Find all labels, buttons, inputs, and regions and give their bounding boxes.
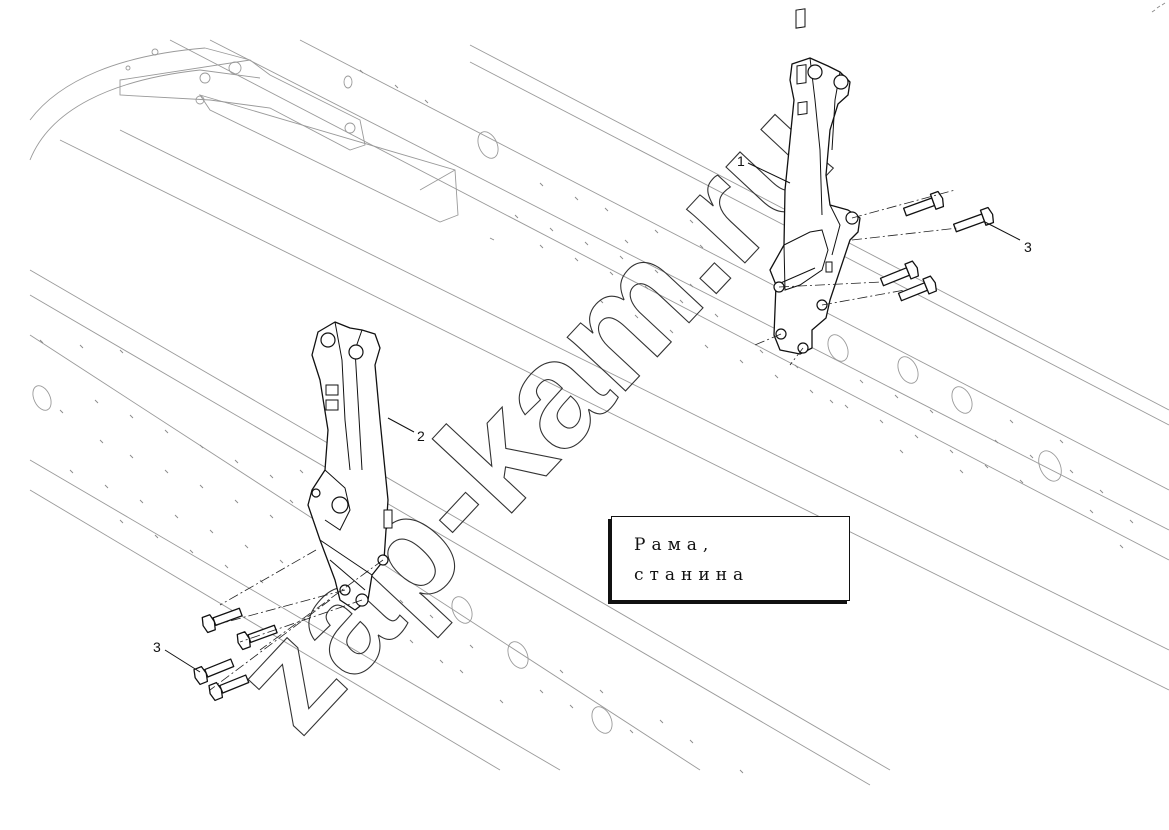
bolts-right <box>879 190 995 302</box>
corner-mark <box>1151 2 1166 13</box>
caption-line-1: Рама, <box>634 535 715 555</box>
rail-holes <box>32 75 1062 734</box>
bracket-1 <box>769 8 861 355</box>
callout-3-left: 3 <box>153 639 161 655</box>
callout-1: 1 <box>737 153 745 169</box>
leader-lines <box>164 162 1021 673</box>
bracket-2 <box>307 321 393 611</box>
bolts-left <box>193 607 278 702</box>
rail-perforations <box>39 69 1134 774</box>
assembly-axes <box>209 189 959 691</box>
callout-2: 2 <box>417 428 425 444</box>
callout-3-right: 3 <box>1024 239 1032 255</box>
caption-box: Рама, станина <box>611 516 850 601</box>
caption-line-2: станина <box>634 565 750 585</box>
watermark-text: zap-kam.ru <box>201 68 864 762</box>
